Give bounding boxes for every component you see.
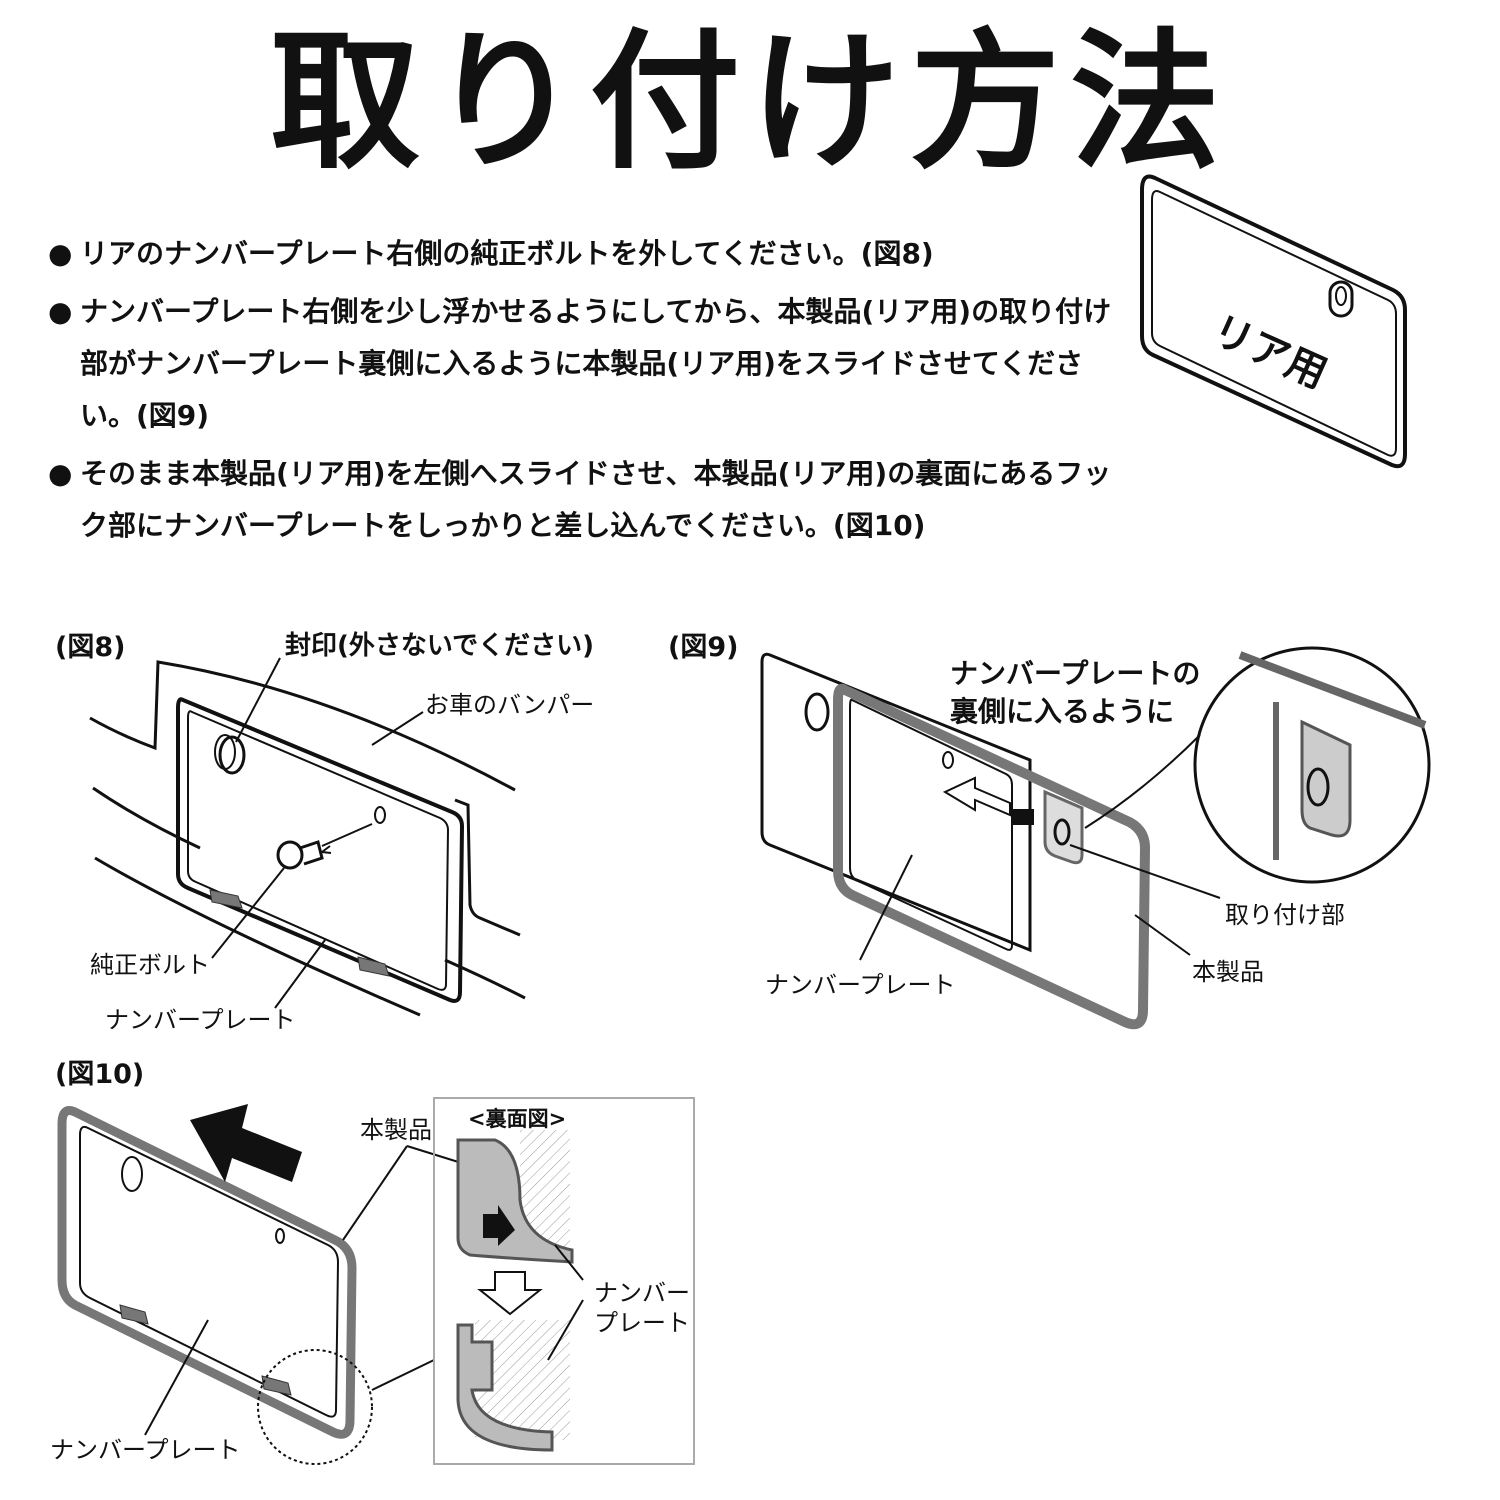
bullet-icon: ● [48, 237, 73, 270]
plate-label: ナンバープレート [105, 1006, 296, 1034]
plate-label-line: プレート [594, 1309, 690, 1337]
product-label: 本製品 [1192, 958, 1264, 986]
plate-label: ナンバープレート [765, 971, 956, 999]
fig9-note-line: ナンバープレートの [950, 657, 1201, 690]
bullet-icon: ● [48, 295, 73, 328]
instruction-text: ナンバープレート右側を少し浮かせるようにしてから、本製品(リア用)の取り付け部が… [80, 295, 1112, 432]
fig10-label: (図10) [55, 1059, 145, 1090]
instruction-item: ● リアのナンバープレート右側の純正ボルトを外してください。(図8) [48, 228, 1138, 280]
fig9-note: ナンバープレートの 裏側に入るように [950, 655, 1200, 731]
fig8-illustration [89, 657, 526, 1017]
mount-label: 取り付け部 [1225, 901, 1345, 929]
fig9-note-line: 裏側に入るように [950, 695, 1175, 728]
instruction-item: ● ナンバープレート右側を少し浮かせるようにしてから、本製品(リア用)の取り付け… [48, 286, 1138, 442]
plate-label: ナンバー プレート [594, 1278, 690, 1338]
fig8-label: (図8) [55, 632, 126, 663]
plate-label-line: ナンバー [594, 1279, 690, 1307]
product-label: 本製品 [360, 1116, 432, 1144]
plate-label: ナンバープレート [50, 1436, 241, 1464]
seal-label: 封印(外さないでください) [285, 631, 594, 661]
instruction-text: リアのナンバープレート右側の純正ボルトを外してください。(図8) [80, 237, 934, 270]
back-view-label: <裏面図> [468, 1107, 567, 1131]
fig9-label: (図9) [668, 632, 739, 663]
rear-frame-illustration [1140, 174, 1407, 469]
bumper-label: お車のバンパー [425, 691, 595, 719]
page-title: 取り付け方法 [269, 16, 1230, 190]
fig10-illustration [57, 1097, 695, 1465]
bolt-label: 純正ボルト [90, 951, 210, 979]
fig9-illustration [760, 646, 1431, 1030]
instruction-text: そのまま本製品(リア用)を左側へスライドさせ、本製品(リア用)の裏面にあるフック… [80, 457, 1112, 542]
instruction-list: ● リアのナンバープレート右側の純正ボルトを外してください。(図8) ● ナンバ… [48, 228, 1138, 558]
bullet-icon: ● [48, 457, 73, 490]
instruction-item: ● そのまま本製品(リア用)を左側へスライドさせ、本製品(リア用)の裏面にあるフ… [48, 448, 1138, 552]
